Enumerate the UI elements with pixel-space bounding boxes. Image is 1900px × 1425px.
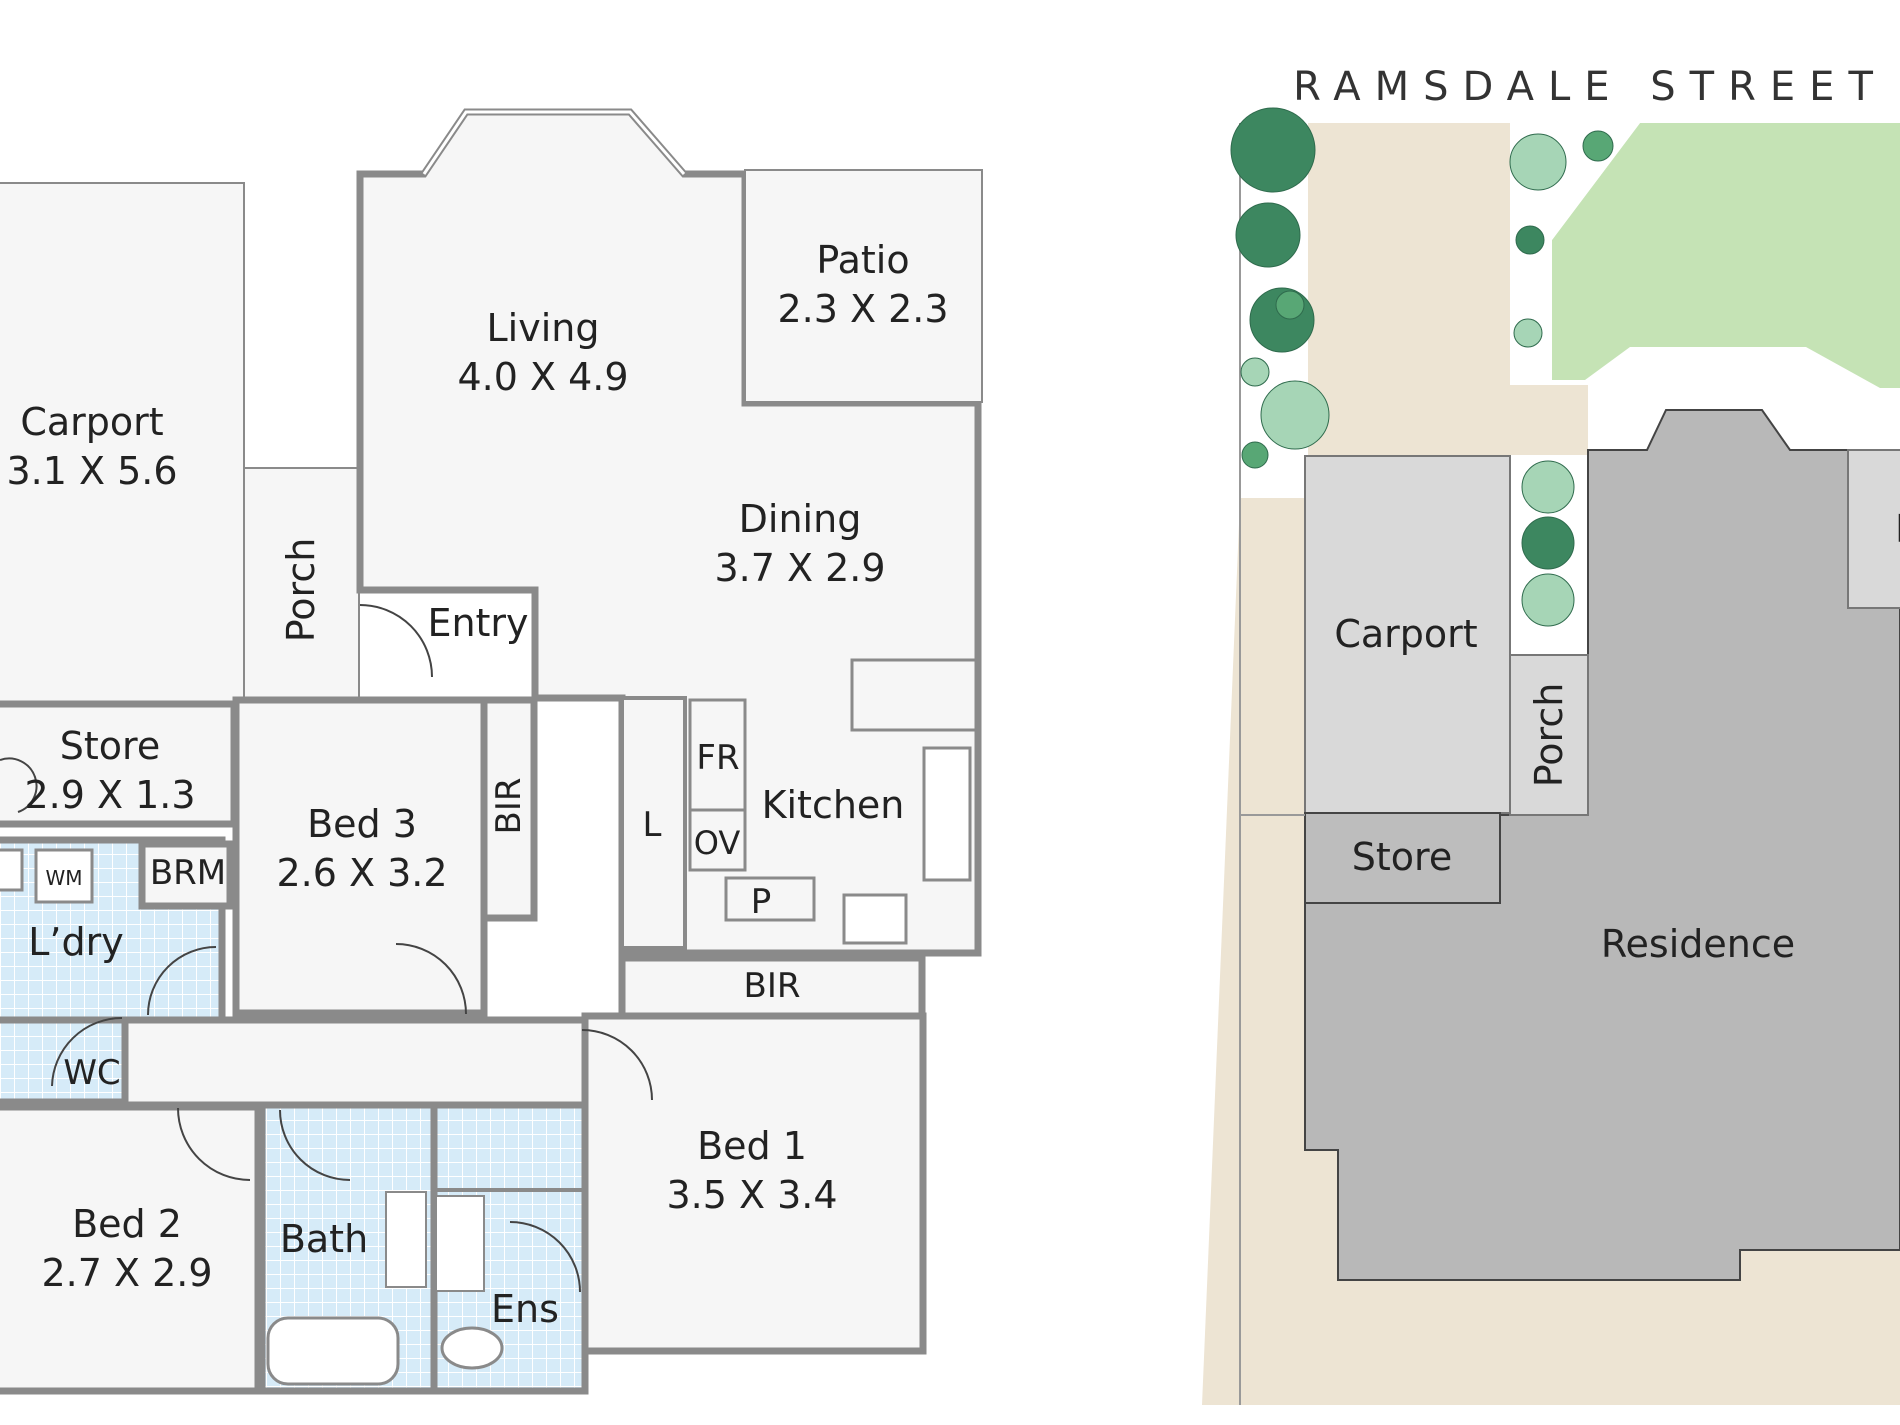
tree-light-large [1260,380,1330,450]
oven-label: OV [694,824,741,862]
brm-label: BRM [150,853,226,893]
bed3-size: 2.6 X 3.2 [276,851,447,895]
brm-area [138,840,234,910]
wc-label: WC [63,1053,120,1093]
bed1-name: Bed 1 [697,1124,807,1168]
larder-label: L [643,805,662,845]
laundry-trough [0,848,24,892]
store-size: 2.9 X 1.3 [24,773,195,817]
street-name: RAMSDALE STREET [1293,64,1887,110]
ensuite-label: Ens [491,1287,559,1331]
bed1-size: 3.5 X 3.4 [666,1173,837,1217]
tree-dark-large [1230,107,1316,193]
bed3-robe [480,696,538,922]
dining-name: Dining [739,497,862,541]
site-plan [1202,107,1900,1405]
bed1-robe [618,954,926,1020]
carport-area [0,182,245,704]
pantry-cupboard [724,876,816,922]
wm-label: WM [45,866,82,890]
floor-plan [0,108,983,1395]
bath-label: Bath [280,1217,368,1261]
site-porch [1509,654,1589,816]
site-carport-label: Carport [1334,612,1477,656]
room-labels: Carport 3.1 X 5.6 Porch Entry Living 4.0… [6,238,948,1331]
hallway [121,1016,589,1109]
entry-label: Entry [427,601,528,645]
store-name: Store [60,724,160,768]
laundry-label: L’dry [28,920,123,964]
door-swings [0,604,653,1293]
site-store [1304,812,1501,904]
site-patio-label: P [1895,507,1900,551]
tree-light [1509,133,1567,191]
tree-mid [1582,130,1614,162]
tree-light [1513,318,1543,348]
vanity-ens [435,1195,485,1292]
site-store-label: Store [1352,835,1452,879]
patio-name: Patio [816,238,909,282]
bed3-name: Bed 3 [307,802,417,846]
carport-size: 3.1 X 5.6 [6,449,177,493]
bed2-size: 2.7 X 2.9 [41,1251,212,1295]
site-porch-label: Porch [1527,683,1571,788]
tree-dark [1235,202,1301,268]
tree-light [1240,357,1270,387]
dining-size: 3.7 X 2.9 [714,546,885,590]
bed2-area [0,1103,262,1395]
site-labels: RAMSDALE STREET Carport Porch Store Resi… [1293,64,1900,966]
kitchen-bench-return [850,658,978,732]
tree-mid [1275,290,1305,320]
trees [1230,107,1614,627]
toilet-ens [440,1326,504,1370]
fridge-label: FR [696,738,739,778]
kitchen-label: Kitchen [762,783,905,827]
patio-area [744,169,983,403]
larder [620,696,687,950]
front-lawn [1552,123,1900,388]
bay-window [422,110,686,175]
living-size: 4.0 X 4.9 [457,355,628,399]
bed2-name: Bed 2 [72,1202,182,1246]
bed1-area [581,1012,927,1355]
pantry-label: P [751,882,772,922]
carport-name: Carport [20,400,163,444]
tree-dark [1521,516,1575,570]
bed1-robe-label: BIR [744,966,801,1006]
sink [922,746,972,882]
site-patio [1847,449,1900,609]
oven-space [688,808,747,872]
tree-light [1521,573,1575,627]
porch-label: Porch [279,538,323,643]
bed3-robe-label: BIR [489,778,529,835]
wc-area [0,1016,129,1106]
living-name: Living [487,306,600,350]
fridge-space [688,698,747,812]
cooktop [842,893,908,945]
site-carport [1304,455,1511,814]
porch-area [243,467,360,699]
tree-dark [1515,225,1545,255]
patio-size: 2.3 X 2.3 [777,287,948,331]
bathtub [266,1316,400,1386]
site-residence-label: Residence [1601,922,1795,966]
tree-mid [1241,441,1269,469]
tree-light [1521,460,1575,514]
vanity-bath [385,1191,427,1288]
washing-machine [34,848,94,904]
